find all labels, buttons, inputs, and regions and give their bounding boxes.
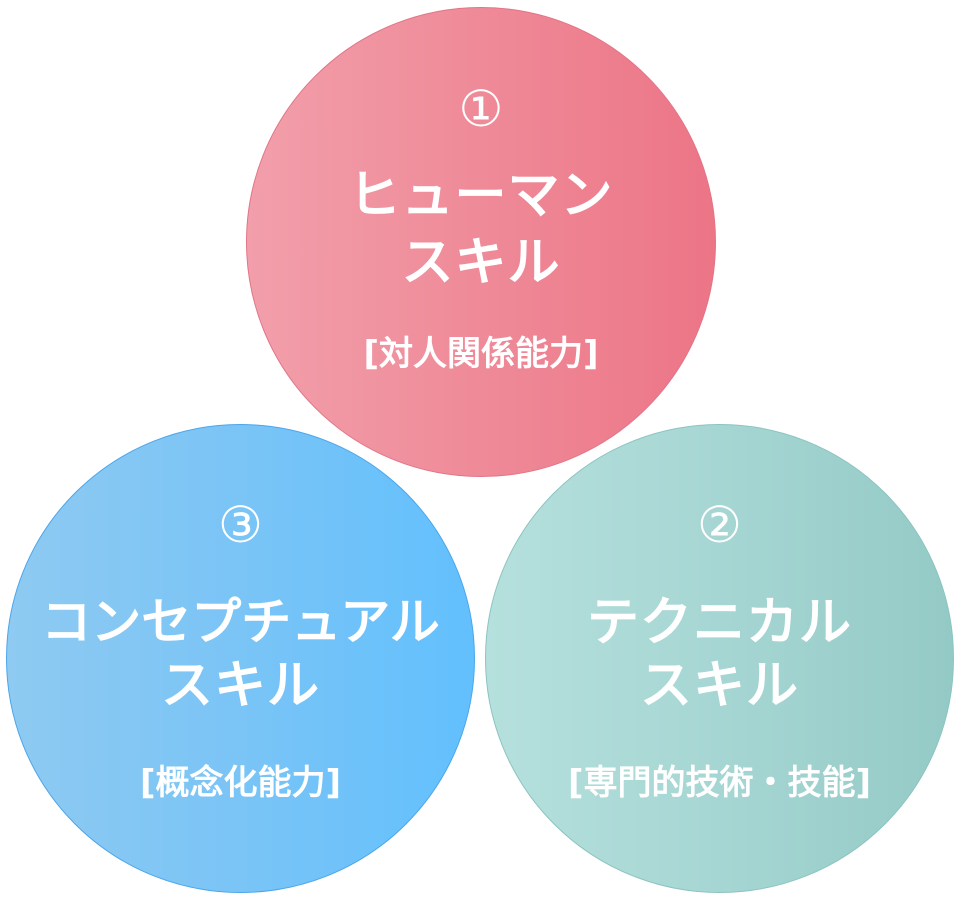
circle-number-1: ① <box>458 80 504 138</box>
conceptual-skill-circle: ③ コンセプチュアル スキル [概念化能力] <box>6 424 475 893</box>
technical-skill-circle: ② テクニカル スキル [専門的技術・技能] <box>485 424 954 893</box>
human-skill-circle: ① ヒューマン スキル [対人関係能力] <box>246 7 716 477</box>
circle-number-2: ② <box>697 496 742 554</box>
technical-skill-subtitle: [専門的技術・技能] <box>567 763 872 803</box>
human-skill-title-line2: スキル <box>401 233 561 293</box>
conceptual-skill-title-line1: コンセプチュアル <box>41 593 440 651</box>
human-skill-subtitle: [対人関係能力] <box>363 334 599 374</box>
circle-number-3: ③ <box>218 496 263 554</box>
technical-skill-title-line1: テクニカル <box>586 593 852 653</box>
conceptual-skill-title-line2: スキル <box>160 656 320 716</box>
human-skill-title-line1: ヒューマン <box>348 166 614 226</box>
technical-skill-title-line2: スキル <box>639 656 799 716</box>
conceptual-skill-subtitle: [概念化能力] <box>139 763 342 803</box>
